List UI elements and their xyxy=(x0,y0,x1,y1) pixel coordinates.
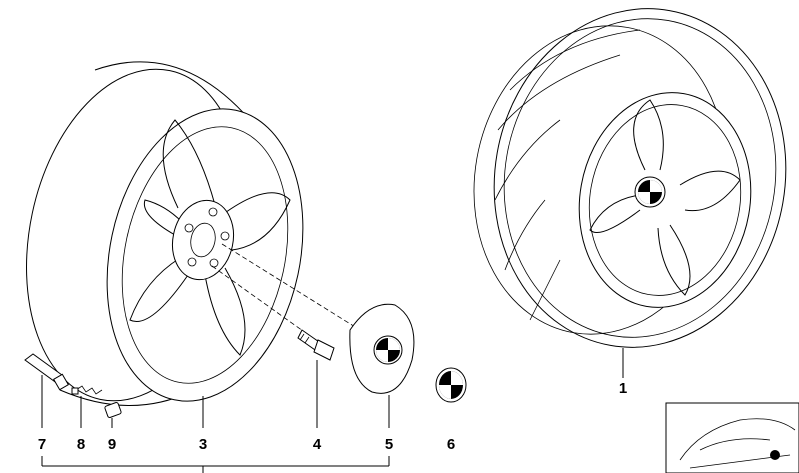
callout-8: 8 xyxy=(77,436,85,453)
car-thumbnail xyxy=(665,402,799,473)
leader-lines xyxy=(41,348,624,473)
callout-5: 5 xyxy=(385,436,393,453)
callout-6: 6 xyxy=(447,436,455,453)
valve-core[interactable] xyxy=(71,385,103,395)
callout-4: 4 xyxy=(313,436,322,453)
emblem-badge[interactable] xyxy=(435,367,467,403)
callout-9: 9 xyxy=(108,436,116,453)
callout-3: 3 xyxy=(199,436,207,453)
tire-valve[interactable] xyxy=(24,353,70,391)
wheel-bolt[interactable] xyxy=(297,329,335,361)
alloy-rim[interactable] xyxy=(0,49,361,421)
callout-1: 1 xyxy=(619,380,627,397)
complete-wheel-with-tire[interactable] xyxy=(450,0,799,371)
valve-cap[interactable] xyxy=(104,402,122,418)
callout-7: 7 xyxy=(38,436,46,453)
hub-cap[interactable] xyxy=(349,303,415,394)
